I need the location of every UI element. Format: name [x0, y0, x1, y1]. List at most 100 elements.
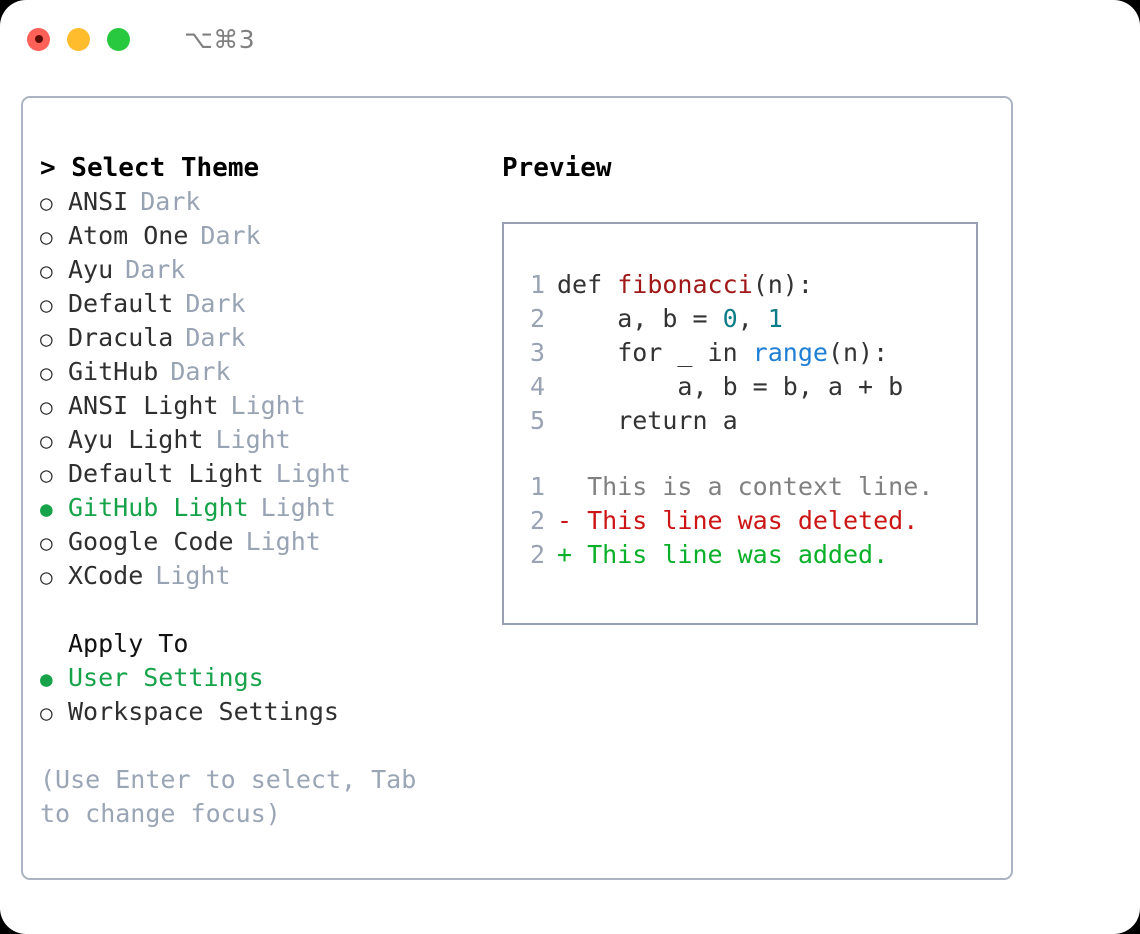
- code-token: ,: [737, 304, 768, 333]
- theme-option-xcode[interactable]: ○ XCode Light: [40, 559, 480, 593]
- theme-option-dracula[interactable]: ○ Dracula Dark: [40, 321, 480, 355]
- radio-unselected-icon: ○: [40, 565, 53, 589]
- radio-unselected-icon: ○: [40, 361, 53, 385]
- theme-option-tag: Light: [275, 459, 351, 488]
- radio-unselected-icon: ○: [40, 531, 53, 555]
- theme-option-google-code[interactable]: ○ Google Code Light: [40, 525, 480, 559]
- code-token: for _ in: [557, 338, 753, 367]
- diff-text: This is a context line.: [572, 472, 934, 501]
- apply-to-workspace-settings[interactable]: ○ Workspace Settings: [40, 695, 480, 729]
- select-theme-header: > Select Theme: [40, 153, 260, 183]
- theme-option-tag: Dark: [140, 187, 201, 216]
- line-number: 4: [529, 372, 545, 401]
- theme-option-ayu[interactable]: ○ Ayu Dark: [40, 253, 480, 287]
- line-number: 2: [529, 506, 545, 535]
- diff-text: This line was deleted.: [572, 506, 919, 535]
- radio-unselected-icon: ○: [40, 327, 53, 351]
- theme-option-default-light[interactable]: ○ Default Light Light: [40, 457, 480, 491]
- theme-option-tag: Light: [245, 527, 321, 556]
- apply-to-header: Apply To: [68, 629, 189, 658]
- recording-dot-icon: [34, 35, 43, 43]
- radio-selected-icon: ●: [40, 667, 53, 691]
- theme-option-atom-one[interactable]: ○ Atom One Dark: [40, 219, 480, 253]
- theme-option-github-light[interactable]: ● GitHub Light Light: [40, 491, 480, 525]
- apply-to-user-settings[interactable]: ● User Settings: [40, 661, 480, 695]
- diff-line-deleted: 2 - This line was deleted.: [517, 504, 968, 538]
- apply-to-section: Apply To ● User Settings ○ Workspace Set…: [40, 627, 480, 729]
- theme-option-label: Default: [68, 289, 174, 318]
- code-token-number: 1: [767, 304, 783, 333]
- code-line: 1 def fibonacci (n):: [517, 268, 968, 302]
- theme-option-tag: Light: [230, 391, 306, 420]
- code-token: (n):: [827, 338, 889, 367]
- diff-sample: 1 This is a context line. 2 - This line …: [517, 470, 968, 572]
- apply-to-label: Workspace Settings: [68, 697, 339, 726]
- radio-unselected-icon: ○: [40, 429, 53, 453]
- theme-option-ansi-light[interactable]: ○ ANSI Light Light: [40, 389, 480, 423]
- line-number: 2: [529, 540, 545, 569]
- code-token: a, b = b, a + b: [557, 372, 904, 401]
- theme-option-label: Dracula: [68, 323, 174, 352]
- diff-marker: +: [557, 540, 573, 569]
- preview-header: Preview: [502, 153, 612, 183]
- line-number: 1: [529, 472, 545, 501]
- theme-option-label: ANSI Light: [68, 391, 219, 420]
- apply-to-label: User Settings: [68, 663, 264, 692]
- theme-option-tag: Light: [260, 493, 336, 522]
- code-token: def: [557, 270, 618, 299]
- theme-option-label: GitHub: [68, 357, 159, 386]
- title-bar: ⌥⌘3: [0, 0, 1140, 78]
- theme-option-ansi[interactable]: ○ ANSI Dark: [40, 185, 480, 219]
- theme-option-label: GitHub Light: [68, 493, 249, 522]
- diff-marker: -: [557, 506, 573, 535]
- line-number: 2: [529, 304, 545, 333]
- radio-unselected-icon: ○: [40, 463, 53, 487]
- code-line: 3 for _ in range (n):: [517, 336, 968, 370]
- radio-unselected-icon: ○: [40, 293, 53, 317]
- preview-box: 1 def fibonacci (n): 2 a, b = 0 , 1: [502, 222, 978, 625]
- theme-option-tag: Dark: [170, 357, 231, 386]
- radio-unselected-icon: ○: [40, 259, 53, 283]
- code-token: a, b =: [557, 304, 723, 333]
- diff-line-context: 1 This is a context line.: [517, 470, 968, 504]
- code-line: 5 return a: [517, 404, 968, 438]
- theme-option-tag: Dark: [185, 289, 246, 318]
- diff-text: This line was added.: [572, 540, 889, 569]
- theme-option-tag: Dark: [125, 255, 186, 284]
- theme-picker-column: > Select Theme ○ ANSI Dark ○ Atom One Da…: [40, 151, 480, 831]
- main-panel: > Select Theme ○ ANSI Dark ○ Atom One Da…: [21, 96, 1013, 880]
- line-number: 1: [529, 270, 545, 299]
- keyboard-shortcut-label: ⌥⌘3: [184, 24, 256, 54]
- theme-option-default[interactable]: ○ Default Dark: [40, 287, 480, 321]
- theme-option-tag: Light: [155, 561, 231, 590]
- theme-option-tag: Light: [215, 425, 291, 454]
- radio-unselected-icon: ○: [40, 701, 53, 725]
- diff-marker: [557, 470, 572, 504]
- theme-option-label: ANSI: [68, 187, 129, 216]
- close-button[interactable]: [27, 27, 50, 51]
- theme-option-tag: Dark: [200, 221, 261, 250]
- minimize-button[interactable]: [67, 27, 90, 51]
- theme-option-label: Atom One: [68, 221, 189, 250]
- theme-option-label: Default Light: [68, 459, 264, 488]
- code-token: (n):: [752, 270, 813, 299]
- window-controls: [27, 27, 130, 51]
- theme-option-list[interactable]: ○ ANSI Dark ○ Atom One Dark ○ Ayu Dark: [40, 185, 480, 593]
- line-number: 3: [529, 338, 545, 367]
- code-token-builtin: range: [752, 338, 828, 367]
- code-line: 2 a, b = 0 , 1: [517, 302, 968, 336]
- zoom-button[interactable]: [107, 27, 130, 51]
- diff-line-added: 2 + This line was added.: [517, 538, 968, 572]
- code-token: return a: [557, 406, 738, 435]
- theme-option-label: Ayu: [68, 255, 114, 284]
- radio-unselected-icon: ○: [40, 225, 53, 249]
- line-number: 5: [529, 406, 545, 435]
- keyboard-hint-text: (Use Enter to select, Tab to change focu…: [40, 765, 432, 828]
- preview-column: Preview 1 def fibonacci (n): 2 a, b =: [502, 151, 992, 625]
- theme-option-ayu-light[interactable]: ○ Ayu Light Light: [40, 423, 480, 457]
- radio-unselected-icon: ○: [40, 395, 53, 419]
- radio-selected-icon: ●: [40, 497, 53, 521]
- theme-option-github[interactable]: ○ GitHub Dark: [40, 355, 480, 389]
- theme-option-label: XCode: [68, 561, 144, 590]
